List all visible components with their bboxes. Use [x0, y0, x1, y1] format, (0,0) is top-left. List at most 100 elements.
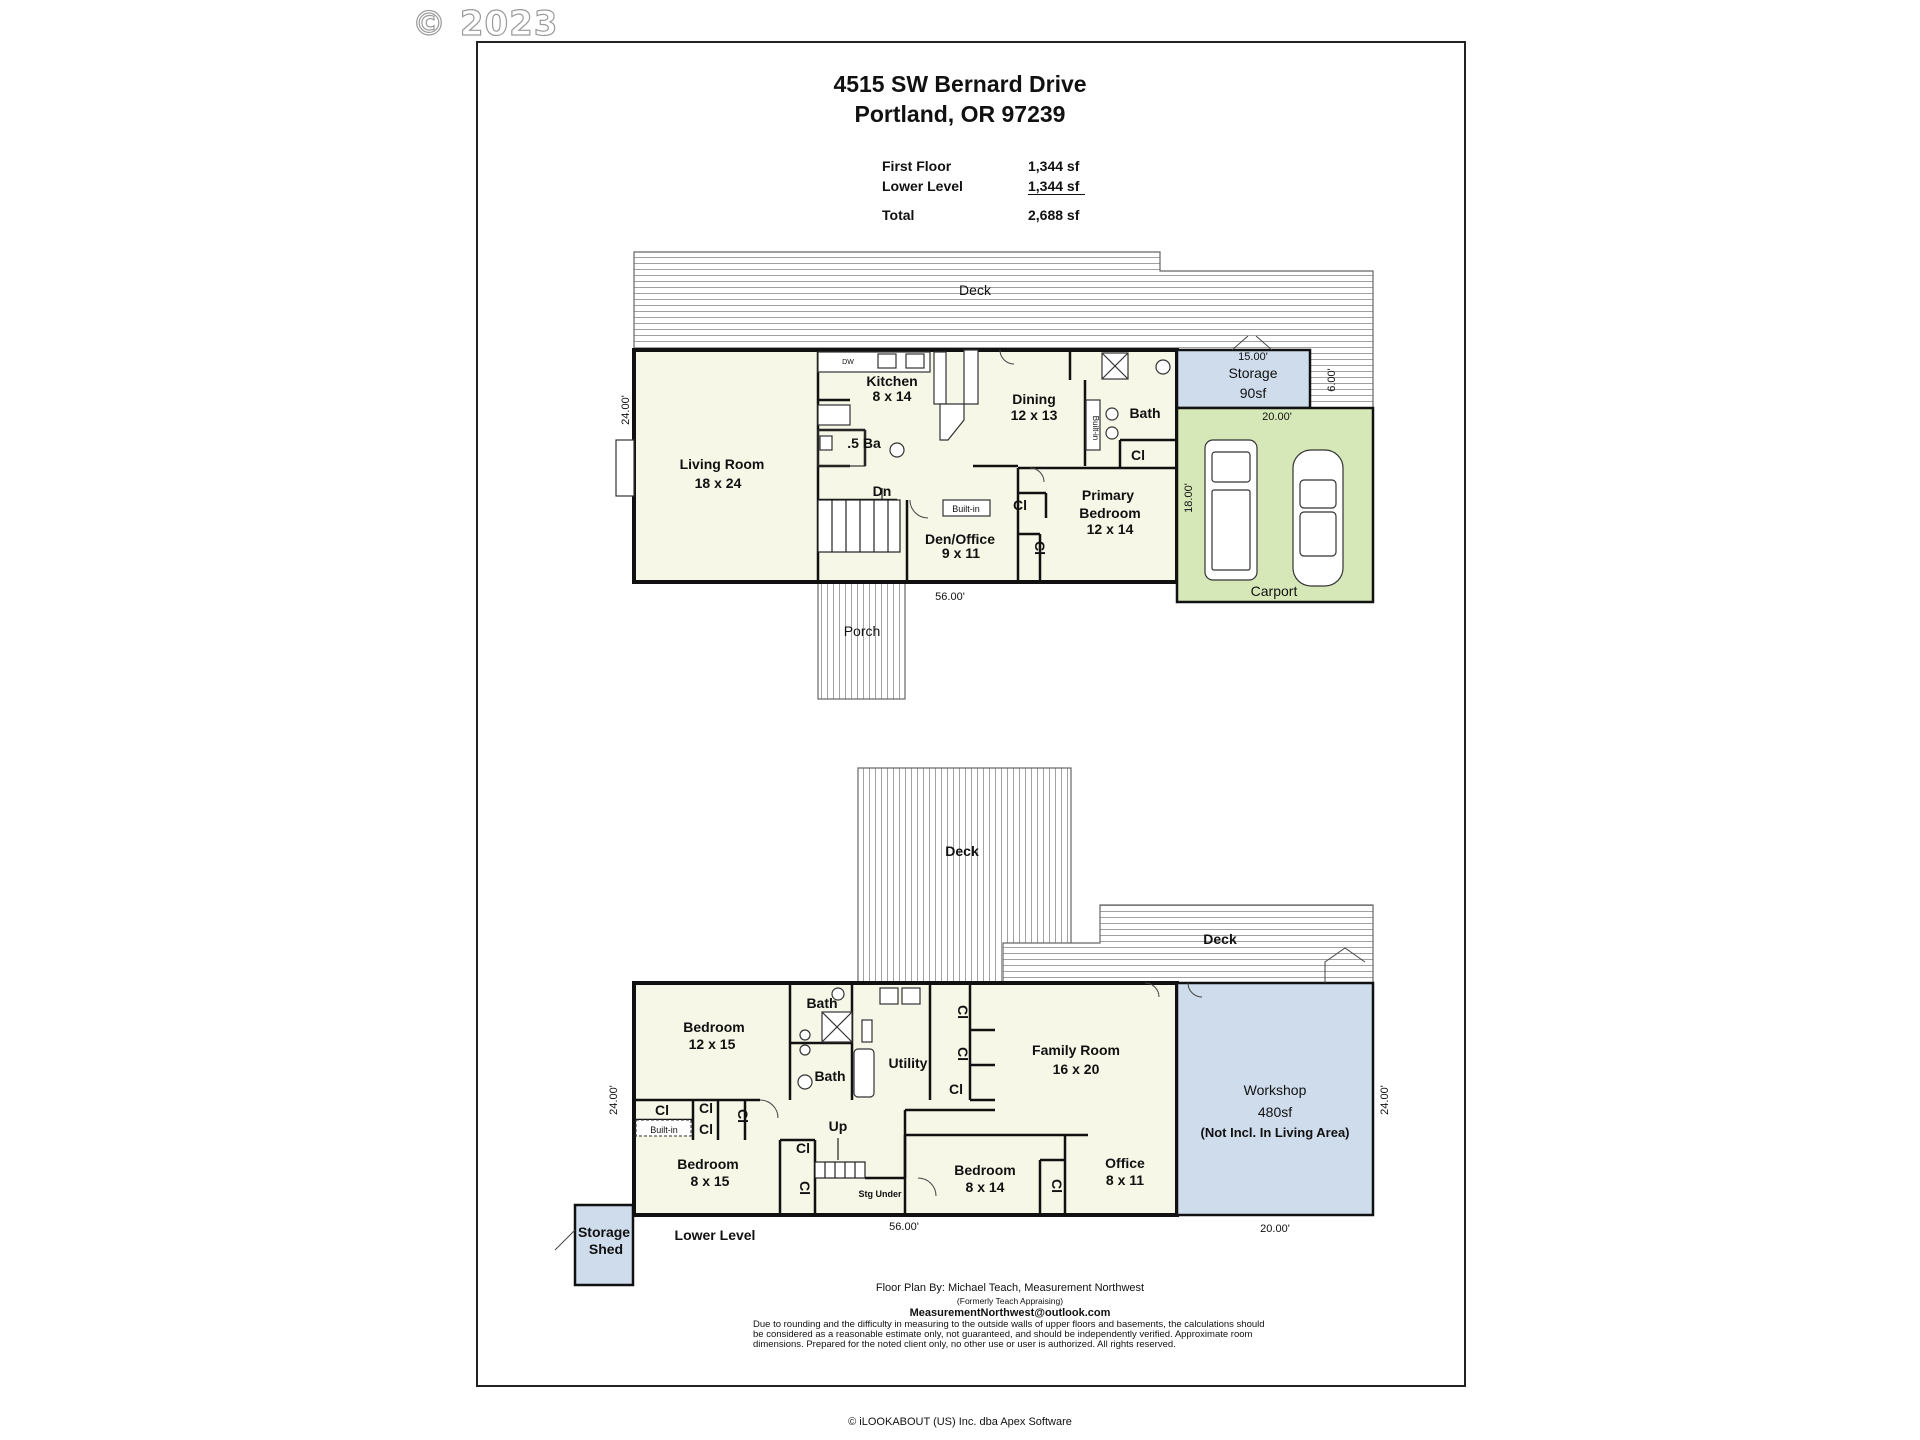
- bedroom-3-label: Bedroom: [954, 1162, 1015, 1178]
- area-label-lower-level: Lower Level: [882, 178, 963, 194]
- lower-doors: [554, 947, 1366, 1251]
- lower-bath-fixtures: [797, 987, 921, 1098]
- kitchen-dim: 8 x 14: [873, 388, 912, 404]
- lower-bath-upper-label: Bath: [806, 995, 837, 1011]
- kitchen-label: Kitchen: [866, 373, 917, 389]
- dining-label: Dining: [1012, 391, 1056, 407]
- dim-first-24: 24.00': [620, 395, 632, 425]
- half-bath-fixtures: [817, 429, 905, 467]
- stairs-dn-label: Dn: [873, 483, 892, 499]
- credit-formerly: (Formerly Teach Appraising): [956, 1296, 1064, 1306]
- closet-mid2-label: Cl: [699, 1121, 713, 1137]
- office-dim: 8 x 11: [1106, 1172, 1144, 1188]
- closet-mid3-label: Cl: [735, 1109, 751, 1123]
- first-deck-label: Deck: [959, 282, 992, 298]
- first-floor-doors: [909, 335, 1273, 519]
- workshop-room: [1175, 981, 1375, 1217]
- stairs-up-label: Up: [829, 1118, 848, 1134]
- address-line-1: 4515 SW Bernard Drive: [833, 71, 1087, 97]
- disclaimer-text: Due to rounding and the difficulty in me…: [753, 1319, 1265, 1350]
- shed-label-2: Shed: [589, 1241, 623, 1257]
- storage-sf: 90sf: [1240, 385, 1267, 401]
- utility-label: Utility: [889, 1055, 928, 1071]
- closet-c-label: Cl: [949, 1081, 963, 1097]
- lower-deck-right-label: Deck: [1203, 931, 1237, 947]
- office-label: Office: [1105, 1155, 1145, 1171]
- closet-b-label: Cl: [955, 1047, 971, 1061]
- bedroom-2-dim: 8 x 15: [691, 1173, 730, 1189]
- floor-plan-sheet: [476, 41, 1466, 1387]
- primary-label-1: Primary: [1082, 487, 1134, 503]
- bath-fixtures: [1085, 352, 1171, 451]
- porch: [817, 581, 906, 700]
- bedroom-3-dim: 8 x 14: [966, 1179, 1005, 1195]
- closet-den-label: Cl: [1013, 497, 1027, 513]
- living-room-label: Living Room: [680, 456, 765, 472]
- stg-under-label: Stg Under: [858, 1189, 901, 1199]
- closet-bed3-label: Cl: [1049, 1179, 1065, 1193]
- dim-first-20: 20.00': [1262, 411, 1292, 423]
- fireplace-icon: [615, 439, 635, 497]
- lower-level-label: Lower Level: [675, 1227, 756, 1243]
- closet-stair-label: Cl: [796, 1140, 810, 1156]
- credit-email[interactable]: MeasurementNorthwest@outlook.com: [909, 1307, 1111, 1319]
- storage-shed: [573, 1203, 635, 1287]
- porch-label: Porch: [844, 623, 881, 639]
- primary-label-2: Bedroom: [1079, 505, 1140, 521]
- stairs-down-icon: [817, 488, 901, 553]
- lower-bath-lower-label: Bath: [814, 1068, 845, 1084]
- shed-label-1: Storage: [578, 1224, 630, 1240]
- primary-dim: 12 x 14: [1087, 521, 1134, 537]
- dim-lower-24-right: 24.00': [1379, 1085, 1391, 1115]
- workshop-sf: 480sf: [1258, 1104, 1292, 1120]
- software-copyright: © iLOOKABOUT (US) Inc. dba Apex Software: [848, 1416, 1072, 1428]
- closet-hall-label: Cl: [1032, 541, 1048, 555]
- living-room-dim: 18 x 24: [695, 475, 742, 491]
- dim-lower-20: 20.00': [1260, 1223, 1290, 1235]
- builtin-den-label: Built-in: [952, 504, 980, 514]
- closet-left-label: Cl: [655, 1102, 669, 1118]
- lower-level-interior-walls: [632, 983, 1088, 1215]
- first-floor-plan: Deck Kitchen 8 x 14 DW Dining 12 x 13 Bu…: [615, 251, 1375, 700]
- family-room-label: Family Room: [1032, 1042, 1120, 1058]
- lower-builtin-label: Built-in: [650, 1125, 678, 1135]
- den-office-dim: 9 x 11: [942, 545, 980, 561]
- dim-first-15: 15.00': [1238, 351, 1268, 363]
- dim-first-6: 6.00': [1326, 368, 1338, 392]
- area-value-lower-level: 1,344 sf: [1028, 178, 1086, 195]
- bedroom-1-dim: 12 x 15: [689, 1036, 736, 1052]
- area-label-total: Total: [882, 207, 915, 223]
- area-value-total: 2,688 sf: [1028, 207, 1080, 223]
- kitchen-counters: [817, 349, 979, 441]
- dim-lower-56: 56.00': [889, 1221, 919, 1233]
- dim-first-18: 18.00': [1183, 483, 1195, 513]
- credit-by: Floor Plan By: Michael Teach, Measuremen…: [875, 1282, 1145, 1294]
- lower-level-plan: Deck Deck Bath Bath Bedroom 12 x 15 Util…: [554, 767, 1391, 1287]
- lower-deck-top-label: Deck: [945, 843, 979, 859]
- builtin-dining-label: Built-in: [1091, 416, 1100, 440]
- workshop-label: Workshop: [1244, 1082, 1307, 1098]
- builtin-den: [942, 499, 991, 517]
- copyright-watermark: © 2023: [411, 3, 559, 44]
- closet-a-label: Cl: [955, 1005, 971, 1019]
- area-label-first-floor: First Floor: [882, 158, 952, 174]
- area-value-first-floor: 1,344 sf: [1028, 158, 1080, 174]
- dim-lower-24-left: 24.00': [608, 1085, 620, 1115]
- bedroom-2-label: Bedroom: [677, 1156, 738, 1172]
- carport-label: Carport: [1251, 583, 1298, 599]
- workshop-note: (Not Incl. In Living Area): [1200, 1125, 1349, 1140]
- dw-label: DW: [842, 359, 854, 366]
- storage-label: Storage: [1228, 365, 1277, 381]
- address-line-2: Portland, OR 97239: [854, 101, 1066, 127]
- half-bath-label: .5 Ba: [847, 435, 881, 451]
- den-office-label: Den/Office: [925, 531, 995, 547]
- bath-label: Bath: [1129, 405, 1160, 421]
- family-room-dim: 16 x 20: [1053, 1061, 1100, 1077]
- closet-bath-label: Cl: [1131, 447, 1145, 463]
- car-icons: [1204, 439, 1344, 587]
- dining-dim: 12 x 13: [1011, 407, 1058, 423]
- stairs-up-icon: [814, 1138, 866, 1179]
- first-floor-house: [632, 348, 1179, 584]
- closet-stair2-label: Cl: [797, 1181, 813, 1195]
